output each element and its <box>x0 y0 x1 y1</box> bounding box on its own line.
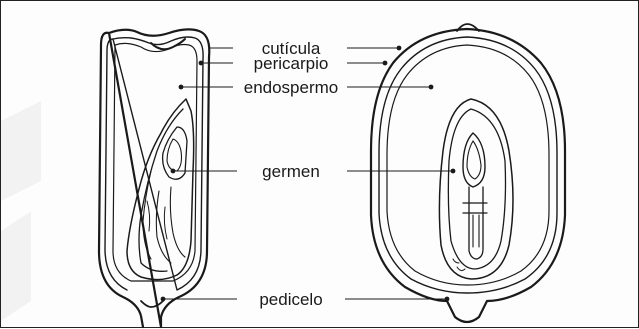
left-cuticle-line <box>105 37 203 290</box>
kernel-cross-section <box>371 24 565 322</box>
label-pericarp: pericarpio <box>254 54 329 73</box>
left-pedicel <box>141 301 163 307</box>
label-endosperm: endospermo <box>244 78 339 97</box>
left-endosperm-boundary <box>113 43 197 281</box>
kernel-longitudinal-section <box>99 29 209 327</box>
label-germ: germen <box>262 162 320 181</box>
label-pedicel: pedicelo <box>259 290 322 309</box>
right-germ <box>439 99 513 279</box>
background-watermark <box>1 101 41 321</box>
right-endosperm-ring <box>387 45 549 285</box>
right-cuticle-ring <box>379 37 557 293</box>
